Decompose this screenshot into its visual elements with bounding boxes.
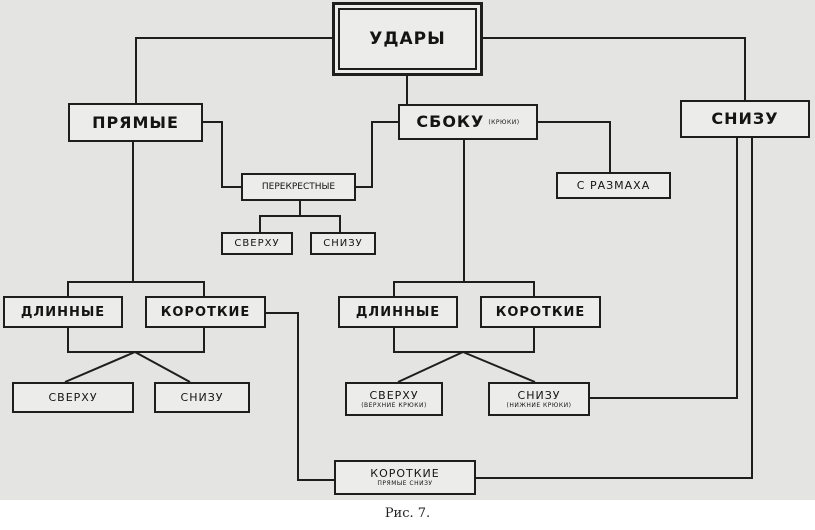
node-side-short-label: КОРОТКИЕ: [495, 304, 586, 320]
line-direct-to-above: [64, 351, 136, 383]
node-direct-above: СВЕРХУ: [12, 382, 134, 413]
node-direct-below: СНИЗУ: [154, 382, 250, 413]
node-cross-label: ПЕРЕКРЕСТНЫЕ: [261, 181, 336, 192]
line-below-to-uppercut: [476, 138, 753, 479]
line-side-bracket-bottom: [393, 328, 535, 353]
node-side-below-note: (НИЖНИЕ КРЮКИ): [506, 401, 572, 409]
node-side: СБОКУ (КРЮКИ): [398, 104, 538, 140]
line-title-to-below: [483, 37, 746, 100]
node-swing: С РАЗМАХА: [556, 172, 671, 199]
node-below-label: СНИЗУ: [711, 109, 779, 128]
line-cross-branch: [259, 201, 301, 232]
node-cross: ПЕРЕКРЕСТНЫЕ: [241, 173, 356, 201]
node-side-label: СБОКУ: [416, 112, 485, 131]
node-cross-below-label: СНИЗУ: [323, 237, 363, 249]
node-direct-short-label: КОРОТКИЕ: [160, 304, 251, 320]
node-side-below-label: СНИЗУ: [517, 388, 561, 402]
node-side-above-note: (ВЕРХНИЕ КРЮКИ): [361, 401, 427, 409]
node-side-above-label: СВЕРХУ: [369, 388, 419, 402]
line-direct-to-cross: [203, 121, 241, 188]
node-short-uppercut-label: КОРОТКИЕ: [370, 467, 440, 480]
node-side-below: СНИЗУ (НИЖНИЕ КРЮКИ): [488, 382, 590, 416]
node-cross-above-label: СВЕРХУ: [234, 237, 280, 249]
node-direct: ПРЯМЫЕ: [68, 103, 203, 142]
node-cross-above: СВЕРХУ: [221, 232, 293, 255]
line-title-to-direct: [135, 37, 332, 104]
node-direct-short: КОРОТКИЕ: [145, 296, 266, 328]
line-side-to-above: [397, 351, 464, 383]
node-strikes: УДАРЫ: [332, 2, 483, 76]
node-side-note: (КРЮКИ): [488, 119, 520, 126]
line-side-to-cross: [356, 121, 398, 188]
connector-lines: [64, 37, 753, 481]
node-direct-long: ДЛИННЫЕ: [3, 296, 123, 328]
node-direct-above-label: СВЕРХУ: [48, 391, 98, 404]
node-strikes-label: УДАРЫ: [369, 28, 446, 49]
node-below: СНИЗУ: [680, 100, 810, 138]
node-direct-long-label: ДЛИННЫЕ: [20, 304, 106, 320]
node-short-uppercut-note: ПРЯМЫЕ СНИЗУ: [377, 480, 433, 487]
line-direct-bracket-bottom: [67, 328, 205, 353]
line-short-to-uppercut: [266, 312, 334, 481]
line-direct-to-below: [134, 351, 191, 383]
node-side-above: СВЕРХУ (ВЕРХНИЕ КРЮКИ): [345, 382, 443, 416]
line-cross-branch-right: [300, 215, 341, 232]
line-direct-bracket-top: [67, 281, 205, 296]
node-cross-below: СНИЗУ: [310, 232, 376, 255]
node-direct-label: ПРЯМЫЕ: [92, 112, 179, 132]
node-direct-below-label: СНИЗУ: [180, 391, 224, 404]
line-side-bracket-top: [393, 281, 535, 296]
node-swing-label: С РАЗМАХА: [576, 179, 651, 192]
node-side-long: ДЛИННЫЕ: [338, 296, 458, 328]
node-short-uppercut: КОРОТКИЕ ПРЯМЫЕ СНИЗУ: [334, 460, 476, 495]
line-below-to-hook: [590, 138, 738, 399]
line-side-to-swing: [538, 121, 611, 172]
node-side-long-label: ДЛИННЫЕ: [355, 304, 441, 320]
node-side-short: КОРОТКИЕ: [480, 296, 601, 328]
figure-caption: Рис. 7.: [384, 506, 431, 521]
line-side-to-below: [462, 351, 536, 383]
